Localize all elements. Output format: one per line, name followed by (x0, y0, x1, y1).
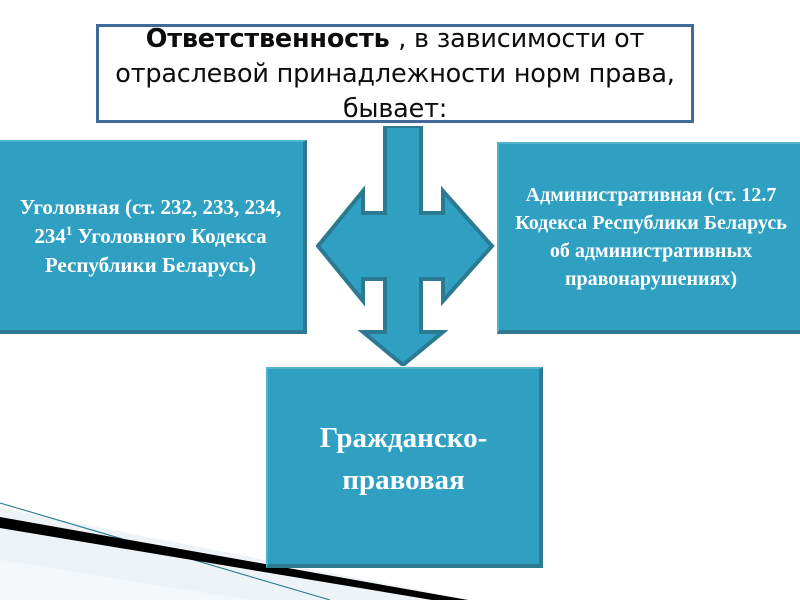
arrow-shape (316, 126, 495, 366)
node-administrative-liability[interactable]: Административная (ст. 12.7 Кодекса Респу… (497, 142, 800, 334)
hatched-wedge (0, 505, 300, 600)
node-civil-liability-label: Гражданско-правовая (319, 421, 488, 496)
pale-lower-wedge (0, 560, 250, 600)
title-box (96, 24, 694, 123)
three-way-arrow-connector (316, 126, 495, 366)
node-administrative-liability-label: Административная (ст. 12.7 Кодекса Респу… (515, 184, 787, 290)
node-criminal-liability-label: Уголовная (ст. 232, 233, 234, 2341 Уголо… (19, 194, 282, 277)
node-criminal-liability[interactable]: Уголовная (ст. 232, 233, 234, 2341 Уголо… (0, 140, 307, 334)
node-civil-liability[interactable]: Гражданско-правовая (266, 367, 543, 568)
